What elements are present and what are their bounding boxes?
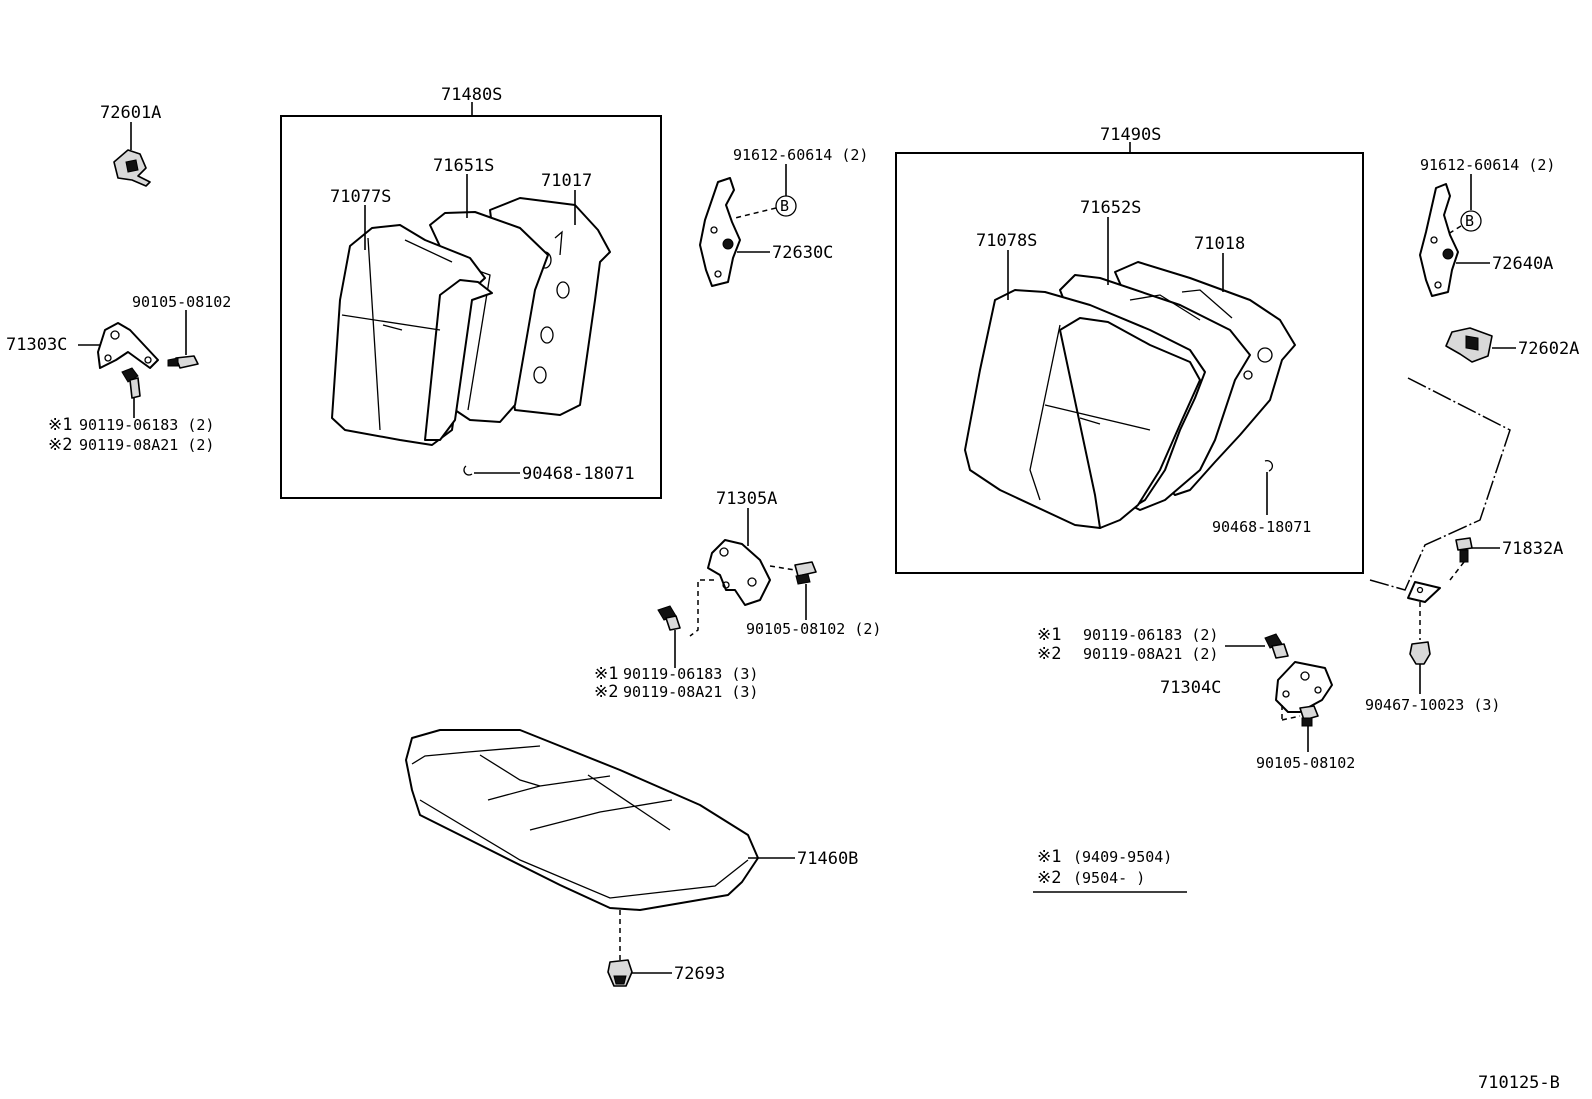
- seatback-cover-71078S[interactable]: [964, 289, 1206, 529]
- svg-text:B: B: [1465, 212, 1474, 230]
- label-71652S[interactable]: 71652S: [1080, 198, 1141, 218]
- label-71303C[interactable]: 71303C: [6, 335, 67, 355]
- body-panel-outline: [1369, 377, 1511, 591]
- label-90105-08102-left[interactable]: 90105-08102: [132, 293, 231, 311]
- note2-right: ※2: [1037, 644, 1061, 664]
- label-90119-06183-right[interactable]: 90119-06183 (2): [1083, 626, 1218, 644]
- lock-72640A[interactable]: [1419, 183, 1459, 297]
- label-72602A[interactable]: 72602A: [1518, 339, 1579, 359]
- clip-71832A[interactable]: [1455, 537, 1473, 563]
- knob-72602A[interactable]: [1445, 327, 1493, 363]
- label-91612-60614-left[interactable]: 91612-60614 (2): [733, 146, 868, 164]
- label-90467-10023[interactable]: 90467-10023 (3): [1365, 696, 1500, 714]
- bolt-90105-08102-mid[interactable]: [794, 561, 817, 585]
- bolt-90119-mid[interactable]: [657, 605, 681, 631]
- seat-cushion-71460B[interactable]: [405, 729, 759, 911]
- label-71017[interactable]: 71017: [541, 171, 592, 191]
- bolt-90119-right[interactable]: [1264, 633, 1289, 659]
- label-71305A[interactable]: 71305A: [716, 489, 777, 509]
- label-90119-06183-left[interactable]: 90119-06183 (2): [79, 416, 214, 434]
- svg-text:B: B: [780, 197, 789, 215]
- legend-range-1: (9409-9504): [1073, 848, 1172, 866]
- hog-ring-left[interactable]: [463, 465, 473, 476]
- ref-b-right: B: [1460, 210, 1482, 232]
- knob-72601A[interactable]: [113, 149, 151, 187]
- note1-mid: ※1: [594, 664, 618, 684]
- diagram-id: 710125-B: [1478, 1073, 1560, 1093]
- hinge-71304C[interactable]: [1275, 661, 1333, 713]
- bolt-90105-08102-right[interactable]: [1299, 705, 1319, 727]
- ref-b-left: B: [775, 195, 797, 217]
- label-71304C[interactable]: 71304C: [1160, 678, 1221, 698]
- legend: ※1 (9409-9504) ※2 (9504- ): [1033, 847, 1187, 893]
- label-71460B[interactable]: 71460B: [797, 849, 858, 869]
- label-90119-06183-mid[interactable]: 90119-06183 (3): [623, 665, 758, 683]
- bracket-plate[interactable]: [1407, 581, 1441, 603]
- note2-mid: ※2: [594, 682, 618, 702]
- legend-mark-1: ※1: [1037, 847, 1061, 867]
- label-90119-08A21-mid[interactable]: 90119-08A21 (3): [623, 683, 758, 701]
- left-back-assembly-box: [280, 115, 662, 499]
- label-71490S[interactable]: 71490S: [1100, 125, 1161, 145]
- label-90119-08A21-right[interactable]: 90119-08A21 (2): [1083, 645, 1218, 663]
- label-71480S[interactable]: 71480S: [441, 85, 502, 105]
- label-90105-08102-right[interactable]: 90105-08102: [1256, 754, 1355, 772]
- label-71651S[interactable]: 71651S: [433, 156, 494, 176]
- label-71078S[interactable]: 71078S: [976, 231, 1037, 251]
- label-71018[interactable]: 71018: [1194, 234, 1245, 254]
- bolt-90119-left[interactable]: [121, 367, 141, 399]
- label-71832A[interactable]: 71832A: [1502, 539, 1563, 559]
- label-90468-18071-left[interactable]: 90468-18071: [522, 464, 635, 484]
- label-90119-08A21-left[interactable]: 90119-08A21 (2): [79, 436, 214, 454]
- label-71077S[interactable]: 71077S: [330, 187, 391, 207]
- label-90468-18071-right[interactable]: 90468-18071: [1212, 518, 1311, 536]
- seatback-cover-71077S[interactable]: [331, 224, 493, 446]
- hinge-71305A[interactable]: [707, 539, 771, 606]
- clip-72693[interactable]: [607, 959, 633, 987]
- note2-left: ※2: [48, 435, 72, 455]
- nut-90467-10023[interactable]: [1409, 641, 1431, 665]
- note1-right: ※1: [1037, 625, 1061, 645]
- legend-range-2: (9504- ): [1073, 869, 1145, 887]
- legend-mark-2: ※2: [1037, 868, 1061, 888]
- label-90105-08102-mid[interactable]: 90105-08102 (2): [746, 620, 881, 638]
- label-91612-60614-right[interactable]: 91612-60614 (2): [1420, 156, 1555, 174]
- lock-72630C[interactable]: [699, 177, 741, 287]
- label-72630C[interactable]: 72630C: [772, 243, 833, 263]
- hog-ring-right[interactable]: [1264, 459, 1273, 472]
- label-72693[interactable]: 72693: [674, 964, 725, 984]
- label-72601A[interactable]: 72601A: [100, 103, 161, 123]
- hinge-71303C[interactable]: [97, 322, 159, 369]
- note1-left: ※1: [48, 415, 72, 435]
- bolt-90105-08102-left[interactable]: [167, 355, 199, 369]
- label-72640A[interactable]: 72640A: [1492, 254, 1553, 274]
